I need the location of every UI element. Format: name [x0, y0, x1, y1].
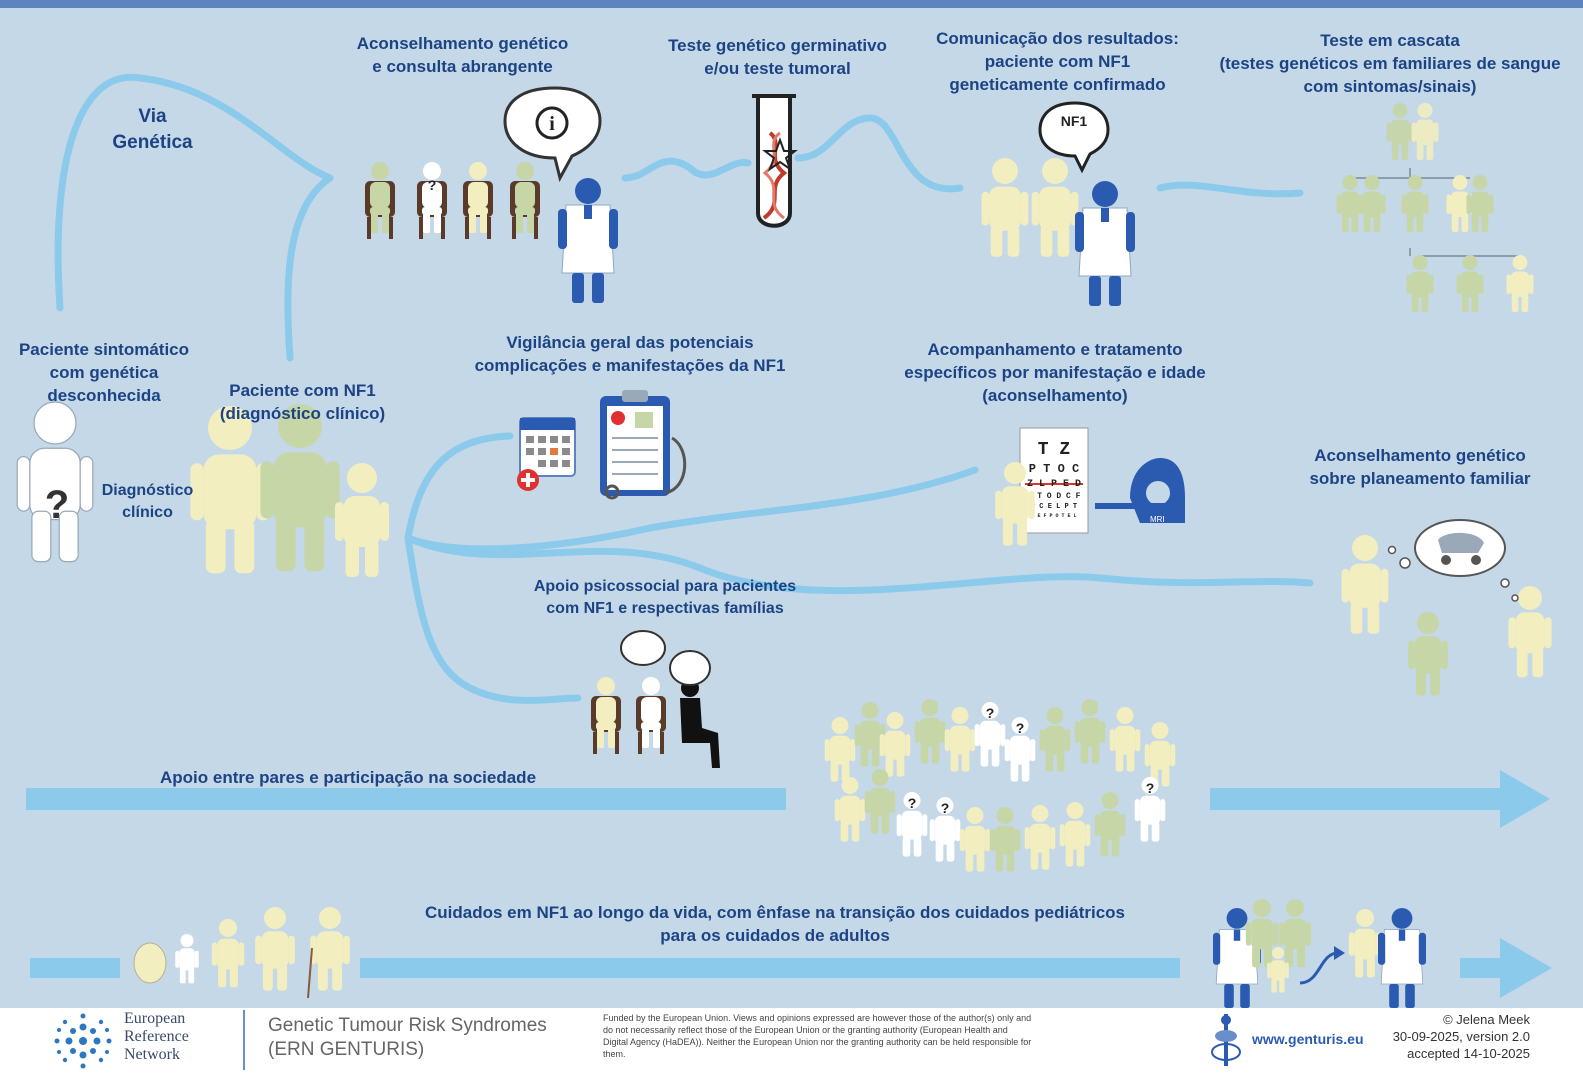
svg-text:i: i — [549, 113, 555, 135]
eye-chart-icon — [1019, 427, 1089, 534]
flow-lines — [54, 73, 1314, 704]
nf1-family-figures — [190, 404, 389, 577]
svg-text:D E F P O T E L: D E F P O T E L — [1031, 513, 1076, 519]
peer-support-label: Apoio entre pares e participação na soci… — [160, 768, 537, 787]
results-label: Comunicação dos resultados:paciente com … — [936, 29, 1179, 94]
family-planning-figures — [1341, 519, 1552, 696]
crowd-unknown-marks: ? ? ? ? ? — [908, 705, 1155, 816]
lifelong-care-label: Cuidados em NF1 ao longo da vida, com ên… — [425, 903, 1125, 945]
genturis-website-link[interactable]: www.genturis.eu — [1252, 1031, 1364, 1047]
peer-support-arrow — [26, 770, 1550, 828]
svg-text:?: ? — [941, 800, 950, 816]
svg-text:Z L P E D: Z L P E D — [1027, 479, 1081, 490]
mri-label: MRI — [1150, 515, 1165, 524]
svg-text:?: ? — [986, 705, 995, 721]
care-transition-figures — [1212, 899, 1427, 1008]
funding-disclaimer: Funded by the European Union. Views and … — [603, 1013, 1032, 1059]
genturis-logo-icon — [1211, 1014, 1241, 1066]
svg-text:?: ? — [428, 177, 437, 193]
psychosocial-support-figures — [591, 630, 720, 768]
peer-support-crowd — [824, 699, 1176, 872]
genturis-name: Genetic Tumour Risk Syndromes(ERN GENTUR… — [268, 1015, 547, 1060]
ern-logo-icon — [54, 1013, 112, 1069]
unknown-patient-figure — [16, 400, 94, 563]
life-stages-figures — [133, 907, 350, 999]
results-bubble-label: NF1 — [1061, 113, 1088, 129]
footer — [0, 1008, 1583, 1073]
svg-text:?: ? — [45, 483, 69, 527]
footer-divider — [243, 1010, 245, 1070]
svg-text:L T O D C F: L T O D C F — [1028, 492, 1081, 501]
medical-clipboard-icon — [600, 390, 687, 500]
counselling-group-figures: ? i — [365, 86, 619, 304]
results-communication-figures — [981, 101, 1136, 307]
cascade-family-tree — [1336, 103, 1534, 312]
svg-text:T Z: T Z — [1038, 440, 1070, 460]
svg-text:?: ? — [908, 795, 917, 811]
nf1-patient-label: Paciente com NF1(diagnóstico clínico) — [219, 381, 386, 423]
cascade-testing-label: Teste em cascata(testes genéticos em fam… — [1219, 31, 1561, 96]
svg-text:?: ? — [1016, 720, 1025, 736]
lifelong-care-arrow — [30, 938, 1552, 998]
mri-scanner-icon — [1095, 458, 1185, 523]
eye-chart-letters: T Z P T O C Z L P E D L T O D C F P C E … — [1027, 440, 1081, 519]
calendar-icon — [517, 417, 576, 491]
top-accent-bar — [0, 0, 1583, 8]
test-tube-icon — [752, 94, 798, 228]
care-pathway-diagram: ? ? i NF1 — [0, 8, 1583, 1008]
svg-text:P T O C: P T O C — [1029, 462, 1079, 476]
svg-text:P C E L P T: P C E L P T — [1031, 503, 1077, 511]
diagram-artwork: ? ? i NF1 — [16, 73, 1552, 1008]
svg-text:?: ? — [1146, 780, 1155, 796]
